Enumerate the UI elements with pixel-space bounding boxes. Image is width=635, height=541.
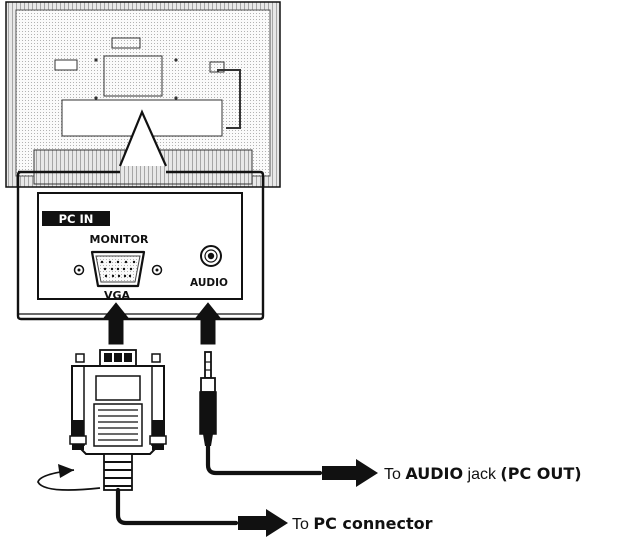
audio-callout-prefix: To [384,466,405,483]
insert-arrows [102,302,222,345]
audio-label: AUDIO [190,277,228,289]
pc-destination-arrow [238,509,288,537]
vga-insert-arrow [102,302,130,345]
audio-callout-suffix: (PC OUT) [500,464,581,483]
pc-callout-strong: PC connector [313,514,432,533]
pc-in-badge-text: PC IN [59,212,94,226]
tv-vesa-plate [103,55,163,97]
audio-cable [199,351,323,476]
audio-callout-strong: AUDIO [405,464,463,483]
tv-cable [217,69,241,129]
tv-label-plate [111,37,141,49]
pc-in-panel: PC IN MONITOR VGA AUDIO [16,170,265,321]
callout-pointer [118,109,168,167]
pc-in-badge [42,211,110,226]
vga-cable [37,349,239,526]
audio-callout-label: To AUDIO jack (PC OUT) [384,464,582,483]
monitor-label: MONITOR [90,233,149,246]
audio-callout-middle: jack [463,466,500,483]
audio-jack [200,245,222,267]
vga-port [73,250,163,288]
vga-label: VGA [104,289,131,302]
pc-callout-prefix: To [292,516,313,533]
pc-callout-label: To PC connector [292,514,433,533]
audio-destination-arrow [322,459,378,487]
audio-insert-arrow [194,302,222,345]
tv-slot [54,59,78,71]
